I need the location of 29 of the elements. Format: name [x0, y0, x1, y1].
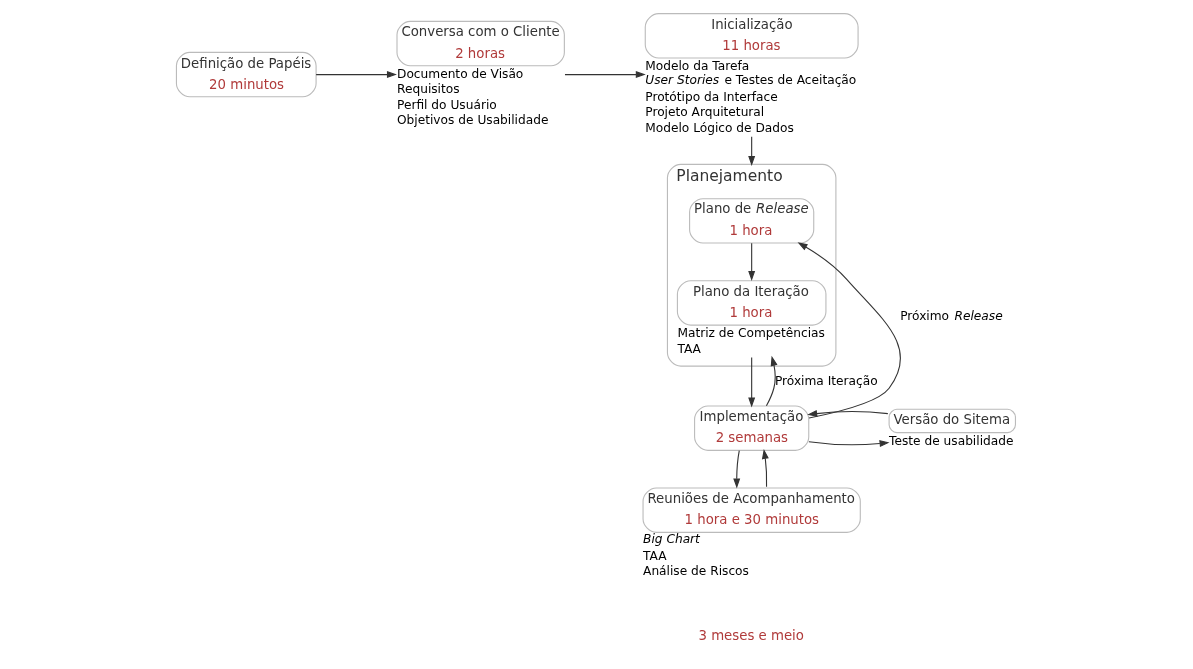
label: 3 meses e meio: [698, 627, 804, 643]
node-label: Perfil do Usuário: [397, 97, 497, 112]
arrow: [564, 71, 646, 79]
node-label: Modelo Lógico de Dados: [645, 121, 794, 135]
arrow: [761, 448, 769, 488]
node-label: TAA: [677, 341, 701, 356]
node-label: Matriz de Competências: [677, 326, 825, 341]
edge-label: Próximo Release: [900, 309, 1003, 324]
node-label: Documento de Visão: [397, 66, 524, 81]
arrow: [733, 450, 741, 489]
arrow: [808, 440, 890, 447]
arrow: [748, 136, 756, 167]
node-label: Protótipo da Interface: [645, 89, 778, 104]
node-label: Objetivos de Usabilidade: [397, 113, 549, 128]
arrow: [797, 242, 902, 419]
arrow: [315, 71, 397, 79]
node-label: Big Chart: [643, 532, 700, 547]
node-label: Projeto Arquitetural: [645, 105, 765, 120]
node-label: Análise de Riscos: [643, 564, 749, 579]
node-label: TAA: [643, 548, 667, 563]
node-label: User Stories e Testes de Aceitação: [645, 73, 857, 88]
arrow: [765, 355, 778, 407]
arrow: [748, 242, 756, 282]
node-label: Requisitos: [397, 82, 460, 97]
edge-label: Próxima Iteração: [774, 373, 878, 388]
arrow: [748, 356, 756, 408]
node-label: Modelo da Tarefa: [645, 58, 750, 73]
node-label: Teste de usabilidade: [889, 433, 1014, 448]
arrow: [807, 410, 889, 417]
